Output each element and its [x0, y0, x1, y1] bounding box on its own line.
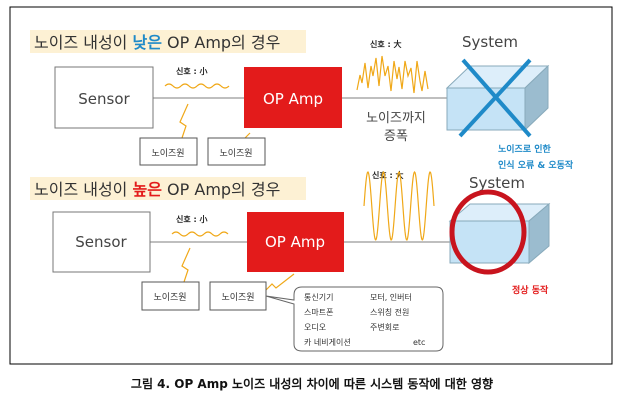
amplified-clean-wave [363, 170, 435, 241]
ok-circle-icon [449, 189, 527, 275]
noise-example: 모터, 인버터 [370, 292, 412, 302]
opamp-box-high [247, 212, 344, 272]
title-bg-low [30, 30, 306, 53]
noise-example: 주변회로 [370, 322, 399, 332]
amplified-note: 노이즈까지 [366, 111, 426, 126]
noise-example: 카 네비게이션 [304, 337, 351, 347]
noise-example: 통신기기 [304, 293, 333, 302]
sensor-label: Sensor [75, 233, 127, 251]
noise-source-box [141, 281, 200, 311]
signal-large-label: 신호 : 大 [372, 170, 404, 180]
opamp-label: OP Amp [265, 233, 325, 251]
noise-source-box [139, 137, 198, 166]
error-note: 인식 오류 & 오동작 [498, 159, 574, 171]
amplified-note: 증폭 [384, 129, 408, 144]
noise-bolt-icon [181, 247, 191, 283]
opamp-label: OP Amp [263, 90, 323, 108]
system-label: System [469, 174, 525, 192]
figure-caption: 그림 4. OP Amp 노이즈 내성의 차이에 따른 시스템 동작에 대한 영… [131, 376, 493, 391]
noise-source-box [209, 281, 267, 311]
noise-example: 오디오 [304, 323, 326, 332]
title-high: 노이즈 내성이 높은 OP Amp의 경우 [34, 180, 280, 199]
noise-examples-callout [265, 286, 444, 352]
noise-source-box [207, 137, 266, 166]
noise-bolt-icon [179, 103, 189, 139]
small-signal-wave [171, 231, 229, 237]
system-label: System [462, 33, 518, 51]
title-low: 노이즈 내성이 낮은 OP Amp의 경우 [34, 33, 280, 52]
sensor-box-high [52, 211, 151, 273]
error-note: 노이즈로 인한 [498, 143, 552, 155]
error-x-icon [458, 58, 532, 138]
noise-source-label: 노이즈원 [219, 148, 252, 159]
signal-small-label: 신호 : 小 [176, 214, 208, 224]
noise-example: 스마트폰 [304, 308, 333, 317]
noise-source-label: 노이즈원 [221, 292, 254, 303]
ok-note: 정상 동작 [512, 284, 549, 296]
sensor-label: Sensor [78, 90, 130, 108]
title-bg-high [30, 177, 306, 200]
amplified-noisy-wave [356, 55, 429, 94]
noise-source-label: 노이즈원 [151, 148, 184, 159]
system-cube-high [448, 202, 551, 265]
small-signal-wave [164, 83, 230, 89]
signal-small-label: 신호 : 小 [176, 66, 208, 76]
noise-example: etc [413, 338, 425, 347]
noise-bolt-icon [265, 273, 295, 291]
noise-source-label: 노이즈원 [153, 292, 186, 303]
noise-example: 스위칭 전원 [370, 307, 409, 317]
sensor-box-low [54, 66, 154, 129]
signal-large-label: 신호 : 大 [370, 39, 402, 49]
opamp-box-low [244, 67, 342, 128]
